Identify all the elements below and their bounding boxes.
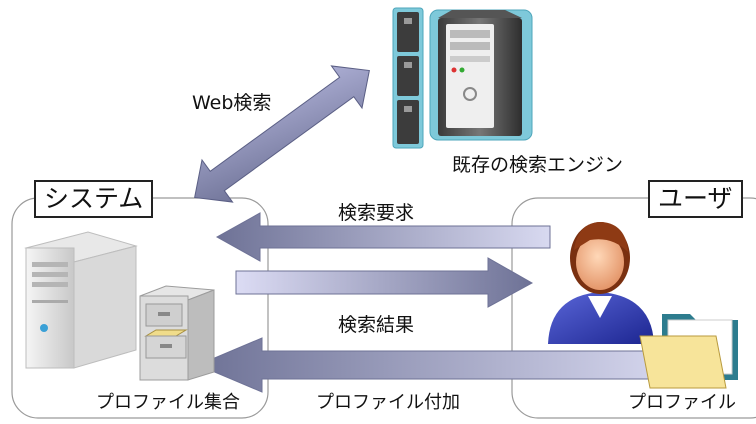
search-result-label: 検索結果 bbox=[338, 314, 415, 336]
profile-attach-label: プロファイル付加 bbox=[316, 392, 460, 413]
search-request-arrow bbox=[215, 212, 551, 262]
profile-attach-arrow bbox=[196, 337, 683, 393]
server-icon bbox=[24, 231, 138, 369]
folder-icon bbox=[639, 314, 738, 389]
user-title: ユーザ bbox=[648, 180, 743, 218]
server-rack-icon bbox=[392, 7, 424, 149]
web-search-arrow bbox=[194, 65, 370, 203]
profile-set-label: プロファイル集合 bbox=[96, 392, 240, 413]
user-frame bbox=[511, 197, 756, 419]
profile-label: プロファイル bbox=[628, 392, 736, 413]
tower-pc-icon bbox=[429, 9, 533, 141]
file-cabinet-icon bbox=[139, 285, 215, 381]
search-result-arrow bbox=[235, 257, 534, 308]
system-title: システム bbox=[34, 180, 154, 218]
search-request-label: 検索要求 bbox=[338, 202, 415, 224]
user-title-text: ユーザ bbox=[658, 184, 733, 213]
search-engine-label: 既存の検索エンジン bbox=[452, 154, 624, 176]
system-title-text: システム bbox=[44, 184, 144, 213]
web-search-label: Web検索 bbox=[192, 92, 272, 114]
user-icon bbox=[548, 222, 654, 344]
